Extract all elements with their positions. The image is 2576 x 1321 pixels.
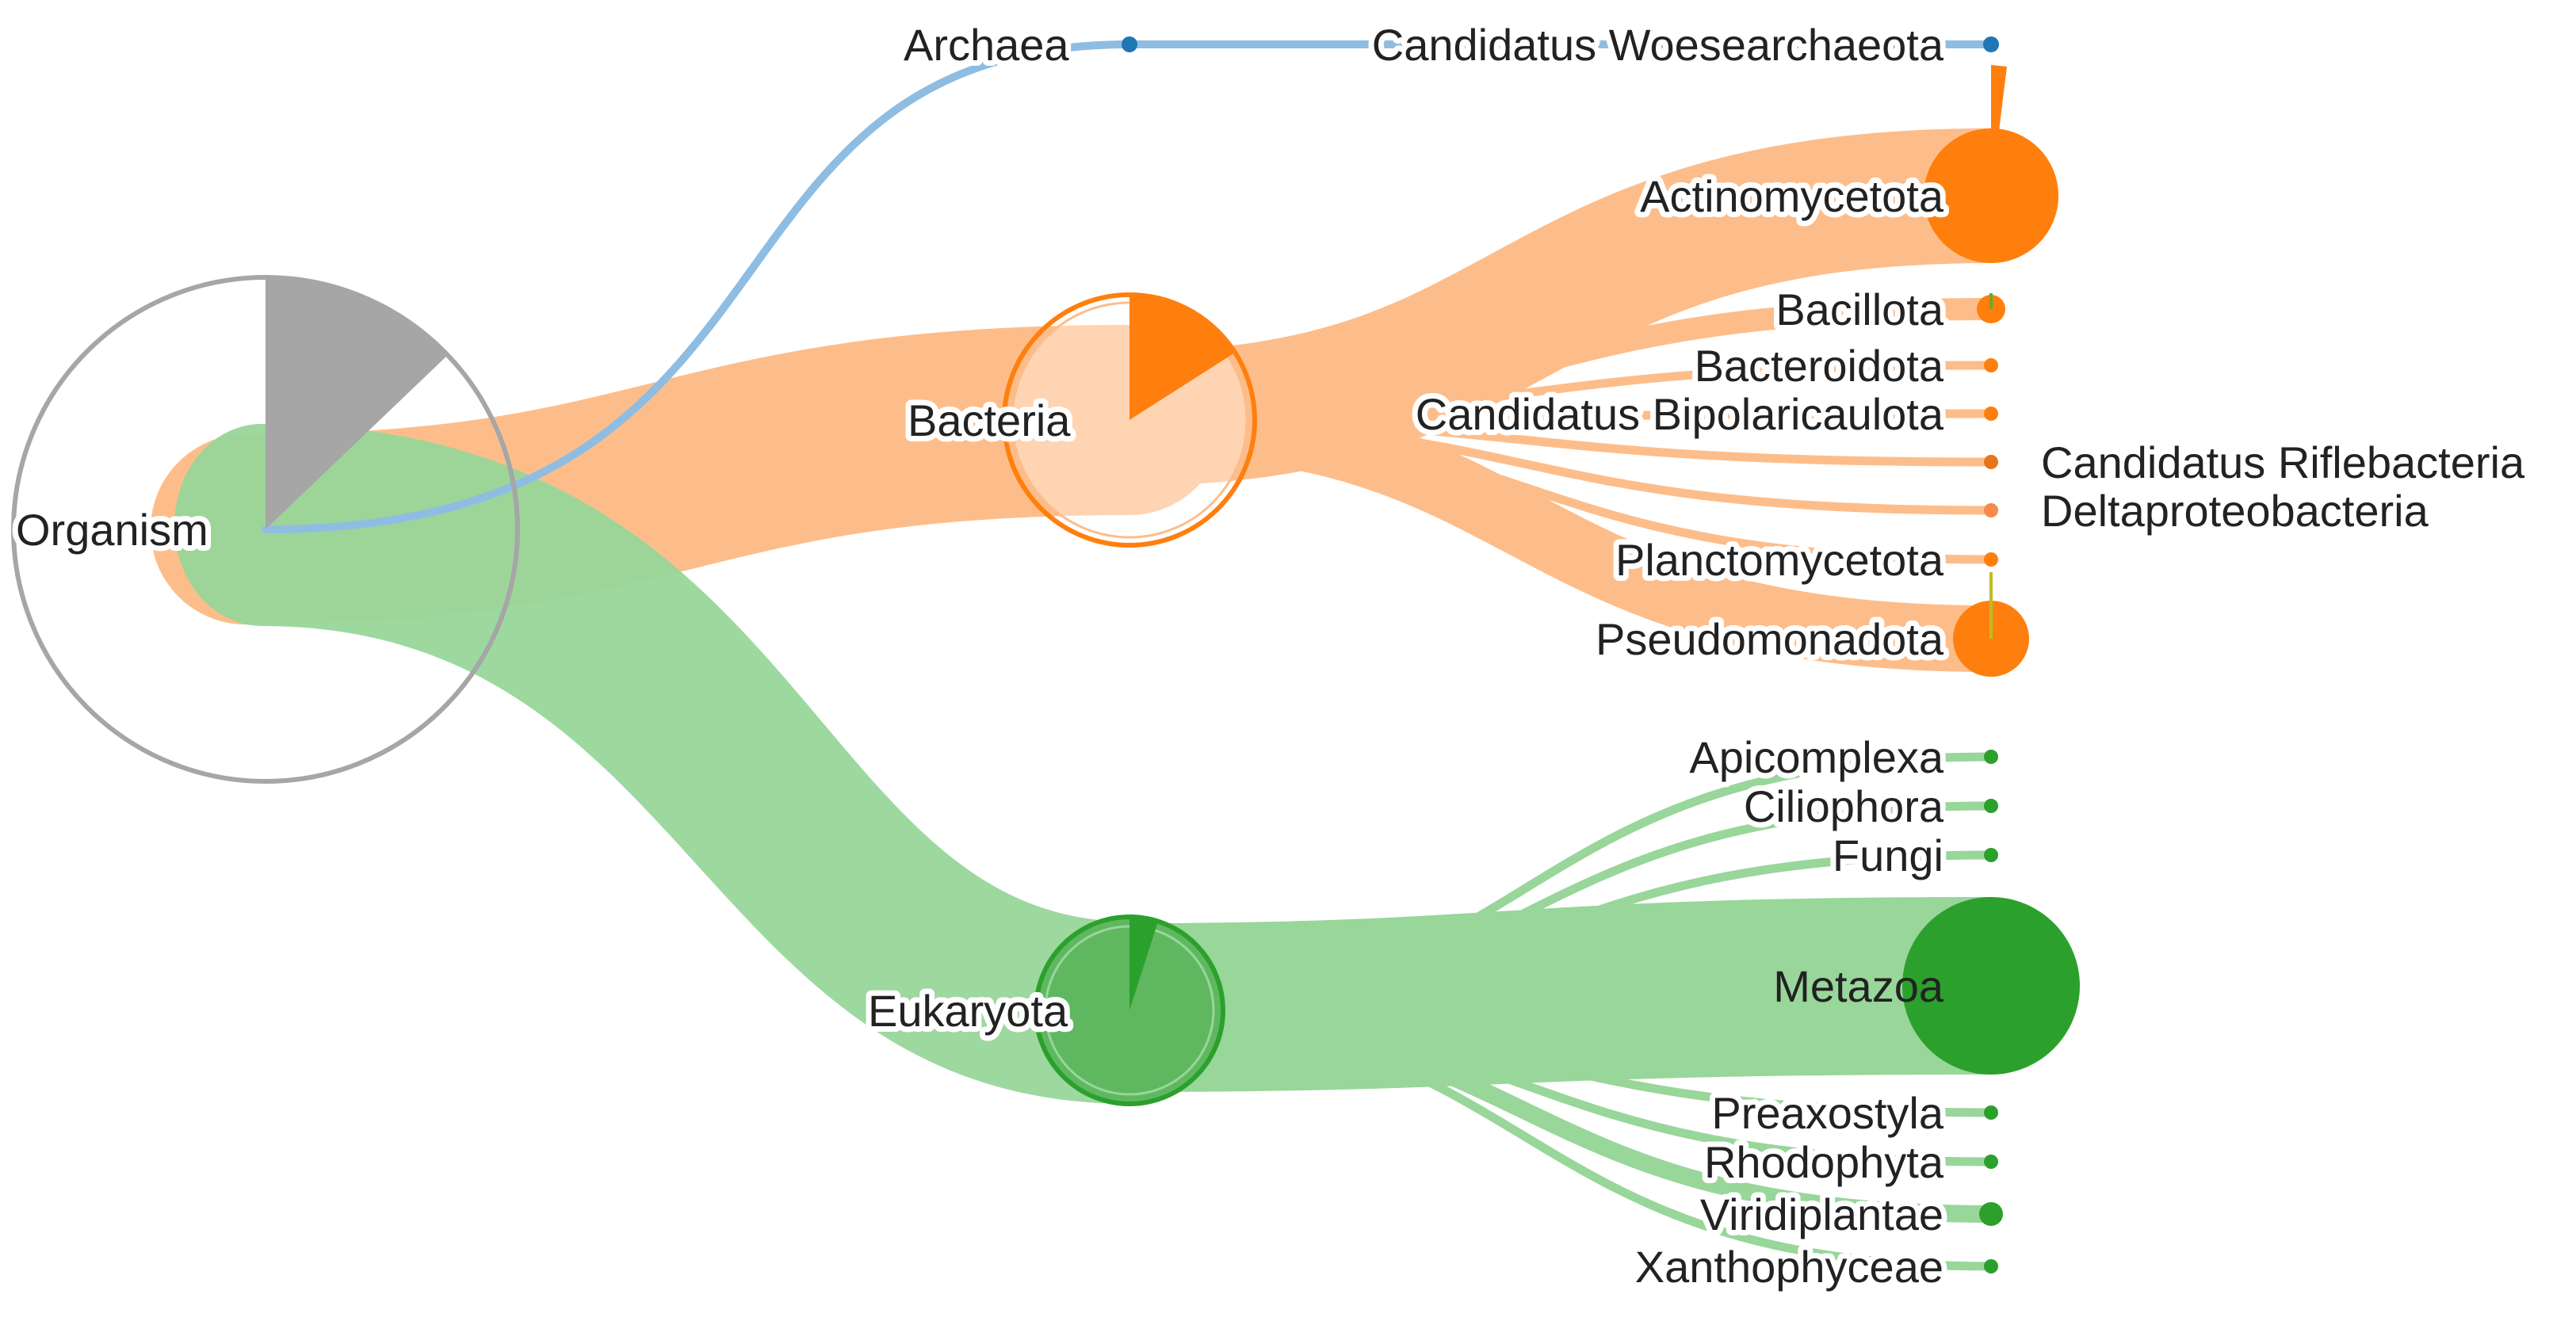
- leaf-preaxostyla-dot: [1984, 1105, 1998, 1120]
- leaf-actinomycetota-pie-slice: [1991, 65, 2007, 196]
- leaf-apicomplexa-dot: [1984, 750, 1998, 764]
- leaf-fungi-label: Fungi: [1833, 830, 1943, 880]
- leaf-riflebacteria[interactable]: Candidatus Riflebacteria: [1984, 432, 2531, 493]
- leaf-riflebacteria-dot: [1984, 455, 1998, 469]
- leaf-ciliophora-label: Ciliophora: [1744, 781, 1944, 831]
- leaf-fungi-dot: [1984, 848, 1998, 862]
- leaf-bacteroidota-dot: [1984, 358, 1998, 372]
- root-links: [151, 40, 1225, 1104]
- leaf-woesearchaeota[interactable]: Candidatus Woesearchaeota: [1366, 14, 1999, 75]
- node-eukaryota-pie-slice: [1129, 917, 1158, 1010]
- link-bacteria-riflebacteria: [1125, 415, 1996, 467]
- leaf-apicomplexa[interactable]: Apicomplexa: [1684, 727, 1998, 788]
- link-bacteria-planctomycetota: [1125, 417, 1996, 564]
- link-eukaryota-fungi: [1125, 850, 1996, 1017]
- leaf-viridiplantae[interactable]: Viridiplantae: [1695, 1184, 2003, 1245]
- bacteria-links: [1062, 128, 2058, 672]
- leaf-metazoa[interactable]: Metazoa: [1773, 897, 2080, 1075]
- leaf-woesearchaeota-label: Candidatus Woesearchaeota: [1372, 20, 1944, 70]
- leaf-bipolaricaulota-label: Candidatus Bipolaricaulota: [1416, 389, 1944, 439]
- leaf-bacteroidota[interactable]: Bacteroidota: [1689, 335, 1998, 396]
- node-eukaryota-label: Eukaryota: [868, 986, 1068, 1036]
- leaf-pseudomonadota[interactable]: Pseudomonadota: [1590, 572, 2029, 677]
- link-eukaryota-ciliophora: [1125, 801, 1996, 1015]
- link-bacteria-pseudomonadota: [1096, 388, 2024, 672]
- link-eukaryota-xanthophyceae: [1125, 1014, 1996, 1271]
- leaf-xanthophyceae[interactable]: Xanthophyceae: [1630, 1236, 1998, 1297]
- leaf-bacillota-label: Bacillota: [1775, 284, 1944, 334]
- leaf-actinomycetota-label: Actinomycetota: [1640, 171, 1944, 221]
- leaf-woesearchaeota-dot: [1983, 36, 1999, 52]
- leaf-deltaproteobacteria[interactable]: Deltaproteobacteria: [1984, 480, 2435, 541]
- leaf-preaxostyla[interactable]: Preaxostyla: [1706, 1082, 1998, 1143]
- leaf-rhodophyta-dot: [1984, 1155, 1998, 1169]
- node-archaea-dot: [1122, 36, 1137, 52]
- leaf-pseudomonadota-label: Pseudomonadota: [1596, 614, 1944, 664]
- leaf-xanthophyceae-label: Xanthophyceae: [1635, 1242, 1943, 1292]
- link-organism-eukaryota: [174, 424, 1129, 1104]
- node-bacteria-label: Bacteria: [908, 395, 1071, 445]
- leaf-apicomplexa-label: Apicomplexa: [1689, 732, 1943, 782]
- node-organism-label: Organism: [16, 505, 208, 555]
- leaf-fungi[interactable]: Fungi: [1827, 825, 1998, 886]
- node-archaea[interactable]: Archaea: [898, 14, 1137, 75]
- leaf-deltaproteobacteria-dot: [1984, 503, 1998, 517]
- node-organism-pie-slice: [266, 277, 448, 529]
- link-organism-archaea: [262, 40, 1133, 533]
- leaf-xanthophyceae-dot: [1984, 1259, 1998, 1273]
- link-eukaryota-preaxostyla: [1125, 1009, 1996, 1117]
- leaf-bipolaricaulota[interactable]: Candidatus Bipolaricaulota: [1410, 384, 1998, 445]
- leaf-deltaproteobacteria-label: Deltaproteobacteria: [2041, 486, 2429, 536]
- leaf-ciliophora[interactable]: Ciliophora: [1738, 776, 1998, 837]
- leaf-metazoa-label: Metazoa: [1773, 961, 1944, 1011]
- link-eukaryota-viridiplantae: [1121, 1008, 2000, 1223]
- eukaryota-links: [1121, 752, 2000, 1271]
- leaf-riflebacteria-label: Candidatus Riflebacteria: [2041, 437, 2525, 487]
- leaf-bipolaricaulota-dot: [1984, 407, 1998, 421]
- node-eukaryota[interactable]: Eukaryota: [862, 914, 1225, 1106]
- leaf-viridiplantae-dot: [1979, 1202, 2003, 1226]
- leaf-metazoa-circle: [1902, 897, 2080, 1075]
- leaf-rhodophyta-label: Rhodophyta: [1704, 1137, 1944, 1187]
- leaf-planctomycetota-dot: [1984, 552, 1998, 567]
- node-bacteria[interactable]: Bacteria: [902, 292, 1257, 548]
- leaf-preaxostyla-label: Preaxostyla: [1711, 1088, 1943, 1138]
- node-archaea-label: Archaea: [904, 20, 1069, 70]
- leaf-ciliophora-dot: [1984, 799, 1998, 813]
- leaf-viridiplantae-label: Viridiplantae: [1700, 1189, 1943, 1239]
- leaf-planctomycetota[interactable]: Planctomycetota: [1610, 529, 1998, 590]
- leaf-bacillota[interactable]: Bacillota: [1770, 279, 2005, 340]
- node-bacteria-pie-slice: [1129, 295, 1235, 420]
- leaf-rhodophyta[interactable]: Rhodophyta: [1699, 1132, 1998, 1193]
- leaf-bacteroidota-label: Bacteroidota: [1695, 341, 1944, 391]
- leaf-actinomycetota[interactable]: Actinomycetota: [1634, 65, 2058, 263]
- node-organism[interactable]: Organism: [10, 275, 520, 784]
- leaf-planctomycetota-label: Planctomycetota: [1615, 535, 1944, 585]
